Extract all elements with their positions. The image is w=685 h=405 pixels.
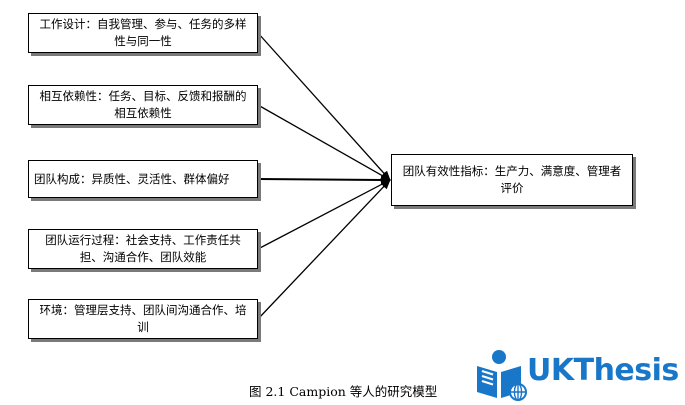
node-team-effectiveness: 团队有效性指标：生产力、满意度、管理者评价 <box>391 154 633 206</box>
node-team-composition: 团队构成：异质性、灵活性、群体偏好 <box>28 160 258 198</box>
node-work-design: 工作设计：自我管理、参与、任务的多样性与同一性 <box>28 13 258 53</box>
node-interdependence: 相互依赖性：任务、目标、反馈和报酬的相互依赖性 <box>28 85 258 125</box>
node-team-composition-text: 团队构成：异质性、灵活性、群体偏好 <box>34 171 230 186</box>
edge-b2-target <box>257 104 391 181</box>
node-team-effectiveness-text: 团队有效性指标：生产力、满意度、管理者评价 <box>402 164 622 195</box>
logo-wordmark: UKThesis <box>527 353 679 388</box>
node-team-process: 团队运行过程：社会支持、工作责任共担、沟通合作、团队效能 <box>28 229 258 269</box>
node-environment: 环境：管理层支持、团队间沟通合作、培训 <box>28 299 258 339</box>
node-environment-text: 环境：管理层支持、团队间沟通合作、培训 <box>39 303 247 334</box>
edge-b5-target <box>257 179 391 320</box>
figure-caption: 图 2.1 Campion 等人的研究模型 <box>249 384 438 399</box>
edge-b4-target <box>257 179 391 250</box>
node-interdependence-text: 相互依赖性：任务、目标、反馈和报酬的相互依赖性 <box>39 89 247 120</box>
edge-b3-target <box>257 175 391 184</box>
reading-person-globe-icon <box>477 350 527 401</box>
node-work-design-text: 工作设计：自我管理、参与、任务的多样性与同一性 <box>39 17 247 48</box>
edge-b1-target <box>257 32 391 181</box>
node-team-process-text: 团队运行过程：社会支持、工作责任共担、沟通合作、团队效能 <box>45 233 241 264</box>
logo: UKThesis <box>475 349 680 401</box>
